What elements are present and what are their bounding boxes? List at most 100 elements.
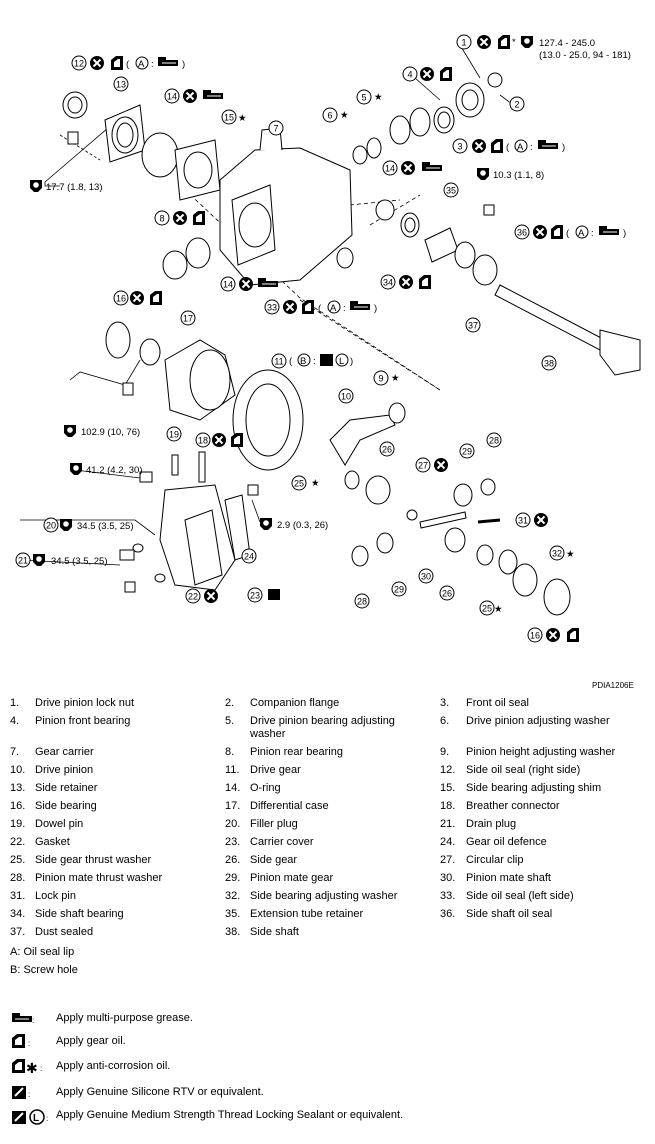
callout-circle bbox=[514, 224, 530, 240]
callout-l-11: L bbox=[339, 356, 344, 367]
thread-locking-sealant-icon: L : bbox=[12, 1109, 48, 1125]
callout-number: 28 bbox=[357, 596, 367, 606]
callout-number: 23 bbox=[250, 590, 260, 600]
callout-circle bbox=[185, 588, 201, 604]
legend-thread-locking: L : Apply Genuine Medium Strength Thread… bbox=[10, 1106, 650, 1128]
callout-number: 21 bbox=[18, 555, 28, 565]
part-number: 33. bbox=[440, 890, 456, 902]
part-name: Side shaft bbox=[250, 926, 299, 938]
part-name: Drain plug bbox=[466, 818, 517, 830]
part-name: Side oil seal (left side) bbox=[466, 890, 574, 902]
svg-text:★: ★ bbox=[566, 549, 575, 560]
svg-text::: : bbox=[28, 1090, 30, 1099]
anticorrosion-asterisk: * bbox=[512, 37, 516, 48]
callout-number: 36 bbox=[517, 227, 527, 237]
part-name: Front oil seal bbox=[466, 697, 529, 709]
part-name: Carrier cover bbox=[250, 836, 314, 848]
callout-circle bbox=[443, 182, 459, 198]
callout-number: 22 bbox=[188, 591, 198, 601]
legend-gear-oil-text: Apply gear oil. bbox=[56, 1035, 126, 1047]
part-name: Breather connector bbox=[466, 800, 560, 812]
callout-circle bbox=[220, 276, 236, 292]
callout-number: 3 bbox=[457, 141, 462, 151]
callout-number: 34 bbox=[383, 277, 393, 287]
part-name: Side shaft bearing bbox=[35, 908, 124, 920]
callout-circle bbox=[452, 138, 468, 154]
callout-circle bbox=[373, 370, 389, 386]
callout-number: 4 bbox=[407, 69, 412, 79]
part-name: Side retainer bbox=[35, 782, 98, 794]
callout-circle bbox=[43, 517, 59, 533]
part-number: 2. bbox=[225, 697, 235, 709]
callout-circle bbox=[164, 88, 180, 104]
part-number: 34. bbox=[10, 908, 26, 920]
callout-circle bbox=[166, 426, 182, 442]
callout-number: 1 bbox=[461, 37, 466, 47]
svg-text:): ) bbox=[350, 356, 353, 367]
legend-grease: : Apply multi-purpose grease. bbox=[10, 1009, 650, 1031]
callout-number: 29 bbox=[462, 446, 472, 456]
part-name: Side bearing bbox=[35, 800, 97, 812]
callout-circle bbox=[195, 432, 211, 448]
part-number: 37. bbox=[10, 926, 26, 938]
part-number: 24. bbox=[440, 836, 456, 848]
part-name: Companion flange bbox=[250, 697, 340, 709]
callout-number: 25 bbox=[294, 478, 304, 488]
callout-number: 26 bbox=[442, 588, 452, 598]
callout-number: 17 bbox=[183, 313, 193, 323]
callout-number: 13 bbox=[116, 79, 126, 89]
callout-circle bbox=[354, 593, 370, 609]
callout-circle bbox=[271, 353, 287, 369]
callout-number: 33 bbox=[267, 302, 277, 312]
torque-21: 34.5 (3.5, 25) bbox=[51, 556, 108, 567]
silicone-rtv-icon: : bbox=[12, 1086, 30, 1099]
svg-text::: : bbox=[46, 1114, 48, 1123]
part-number: 14. bbox=[225, 782, 241, 794]
part-name: Side gear bbox=[250, 854, 298, 866]
callout-circle bbox=[264, 299, 280, 315]
callout-circle bbox=[527, 627, 543, 643]
part-name: Gear oil defence bbox=[466, 836, 547, 848]
part-name: Gasket bbox=[35, 836, 70, 848]
part-name: Side bearing adjusting shim bbox=[466, 782, 602, 794]
part-number: 9. bbox=[440, 746, 450, 758]
svg-text:): ) bbox=[562, 142, 565, 153]
callout-number: 8 bbox=[159, 213, 164, 223]
torque-1b: (13.0 - 25.0, 94 - 181) bbox=[539, 50, 631, 61]
part-number: 8. bbox=[225, 746, 235, 758]
part-name: Dust sealed bbox=[35, 926, 94, 938]
part-number: 26. bbox=[225, 854, 241, 866]
callout-number: 28 bbox=[489, 435, 499, 445]
part-name: Extension tube retainer bbox=[250, 908, 364, 920]
svg-text:L: L bbox=[33, 1113, 39, 1124]
callout-number: 18 bbox=[198, 435, 208, 445]
grease-icon: : bbox=[12, 1013, 34, 1025]
svg-text::: : bbox=[591, 228, 594, 239]
callout-circle bbox=[382, 160, 398, 176]
callout-circle bbox=[486, 432, 502, 448]
svg-text:): ) bbox=[623, 228, 626, 239]
part-number: 38. bbox=[225, 926, 241, 938]
callout-b-11: B bbox=[300, 356, 306, 367]
part-number: 11. bbox=[225, 764, 240, 776]
callout-number: 19 bbox=[169, 429, 179, 439]
part-name: Drive pinion bbox=[35, 764, 94, 776]
callout-circle bbox=[465, 317, 481, 333]
svg-text::: : bbox=[343, 303, 346, 314]
part-number: 3. bbox=[440, 697, 450, 709]
part-number: 15. bbox=[440, 782, 456, 794]
legend-anti-corrosion: ✱: Apply anti-corrosion oil. bbox=[10, 1057, 650, 1079]
part-number: 31. bbox=[10, 890, 26, 902]
torque-20: 34.5 (3.5, 25) bbox=[77, 521, 134, 532]
callout-number: 16 bbox=[530, 630, 540, 640]
callout-circle bbox=[338, 388, 354, 404]
callout-a-12: A bbox=[138, 59, 145, 70]
callout-number: 14 bbox=[223, 279, 233, 289]
svg-text::: : bbox=[530, 142, 533, 153]
part-number: 12. bbox=[440, 764, 456, 776]
part-name: Drive gear bbox=[250, 764, 301, 776]
part-number: 29. bbox=[225, 872, 241, 884]
